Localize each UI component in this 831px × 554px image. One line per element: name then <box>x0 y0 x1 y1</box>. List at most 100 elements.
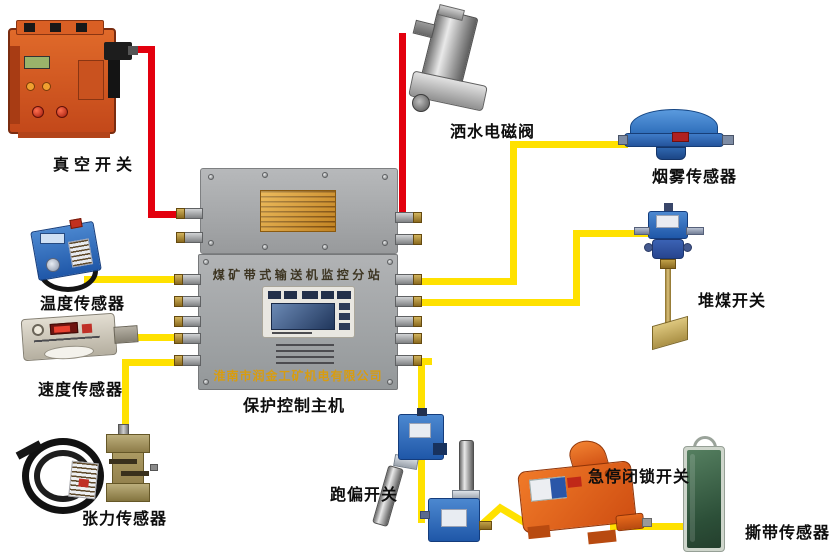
temperature-sensor-port <box>46 258 60 272</box>
controller-junction-box <box>176 168 422 254</box>
coal-switch-right-arm <box>686 227 704 235</box>
main-controller-label: 保护控制主机 <box>243 398 346 415</box>
controller-left-gland-5 <box>174 355 201 366</box>
junction-box-left-gland <box>176 208 203 219</box>
controller-right-gland-3 <box>395 316 422 327</box>
vacuum-switch-label: 真空开关 <box>53 157 138 174</box>
tension-sensor-loadcell-top <box>106 434 150 453</box>
vacuum-switch-terminal <box>76 23 87 32</box>
coal-switch-nameplate <box>656 215 679 228</box>
junction-box-warning-plate <box>260 190 336 232</box>
wire-smoke-seg-h2 <box>510 141 628 148</box>
coal-switch-gland-nut <box>660 259 676 269</box>
estop-snout-nut <box>642 518 652 527</box>
deviation-switch-a-plate <box>409 423 431 438</box>
smoke-sensor-label: 烟雾传感器 <box>652 169 738 186</box>
wire-smoke-seg-h1 <box>408 278 517 285</box>
deviation-switch-a-body <box>398 408 447 460</box>
vacuum-switch-button <box>42 82 51 91</box>
tension-sensor-loadcell-mid <box>109 453 149 483</box>
estop-foot <box>587 529 617 545</box>
wire-coal-seg-v <box>573 230 580 306</box>
controller-right-gland-2 <box>395 296 422 307</box>
speed-sensor-red-dot <box>81 323 93 334</box>
wire-estop-tear-seg <box>610 523 694 530</box>
vacuum-switch-cable-stub <box>128 46 138 55</box>
spray-valve-device <box>398 4 498 120</box>
deviation-switch-b-device <box>420 440 504 550</box>
vacuum-switch-cable-connector <box>104 42 132 60</box>
smoke-sensor-left-lug <box>618 135 628 145</box>
controller-key <box>302 291 318 299</box>
wire-coal-seg-h2 <box>573 230 649 237</box>
controller-model-text <box>272 332 312 336</box>
vacuum-switch-terminal <box>24 23 35 32</box>
temperature-sensor-device <box>28 218 108 296</box>
deviation-switch-a-device <box>372 408 452 534</box>
controller-key <box>337 291 351 299</box>
controller-left-gland-3 <box>174 316 201 327</box>
controller-left-gland-1 <box>174 274 201 285</box>
screw <box>208 240 214 246</box>
emergency-stop-device <box>517 435 654 550</box>
speed-sensor-device <box>20 310 139 368</box>
wire-speed-seg <box>114 334 192 341</box>
vacuum-switch-knob <box>56 106 68 118</box>
controller-spec-rows <box>276 344 334 365</box>
smoke-sensor-right-lug <box>722 135 734 145</box>
vacuum-switch-button <box>26 82 35 91</box>
tension-sensor-slot <box>121 471 149 476</box>
coal-switch-paddle <box>652 315 688 351</box>
spray-valve-label: 洒水电磁阀 <box>450 124 536 141</box>
tear-sensor-highlight <box>690 454 695 542</box>
screw <box>382 174 388 180</box>
screw <box>387 379 393 385</box>
spray-valve-coil-port <box>412 19 436 39</box>
coal-pile-switch-device <box>634 203 708 351</box>
vacuum-switch-base <box>18 132 110 138</box>
spray-valve-outlet <box>412 94 430 112</box>
vacuum-switch-door-panel <box>78 60 104 100</box>
screw <box>322 244 328 250</box>
controller-faceplate-title: 煤矿带式输送机监控分站 <box>212 268 384 282</box>
screw <box>322 172 328 178</box>
temperature-sensor-nameplate <box>67 238 94 268</box>
vacuum-switch-knob <box>32 106 44 118</box>
controller-display-panel <box>262 286 355 338</box>
estop-foot <box>527 524 551 540</box>
coal-switch-left-arm <box>634 227 650 235</box>
controller-lcd <box>271 303 335 330</box>
junction-box-left-gland <box>176 232 203 243</box>
wire-temp-seg <box>84 276 190 283</box>
screw <box>382 240 388 246</box>
deviation-switch-b-body <box>420 498 492 542</box>
estop-cable-snout <box>615 512 645 532</box>
screw <box>262 172 268 178</box>
deviation-switch-label: 跑偏开关 <box>330 487 399 504</box>
coal-pile-switch-label: 堆煤开关 <box>698 293 767 310</box>
deviation-switch-a-block <box>433 443 447 455</box>
tear-sensor-handle <box>693 436 717 452</box>
controller-key <box>284 291 297 299</box>
emergency-stop-label: 急停闭锁开关 <box>588 469 691 486</box>
coal-switch-rod <box>665 269 671 327</box>
screw <box>262 244 268 250</box>
controller-side-key <box>339 303 350 310</box>
wire-tension-seg-h <box>122 359 192 366</box>
deviation-switch-a-knob <box>417 408 427 416</box>
deviation-switch-b-roller <box>459 440 474 492</box>
controller-right-gland-1 <box>395 274 422 285</box>
belt-tear-sensor-device <box>683 436 733 554</box>
vacuum-switch-terminal <box>50 23 61 32</box>
tension-sensor-device <box>14 424 164 524</box>
tension-sensor-tag <box>68 460 99 500</box>
tension-sensor-tag-mark <box>78 478 90 488</box>
junction-box-right-gland <box>395 212 422 223</box>
tension-sensor-label: 张力传感器 <box>82 511 168 528</box>
deviation-switch-b-plate <box>441 509 467 527</box>
controller-main-box: 煤矿带式输送机监控分站 淮南市润金工矿机电有限公司 <box>174 254 422 390</box>
controller-side-key <box>339 323 350 330</box>
controller-key <box>268 291 281 299</box>
belt-tear-sensor-label: 撕带传感器 <box>745 525 831 542</box>
tension-sensor-side-bolt <box>150 464 158 471</box>
